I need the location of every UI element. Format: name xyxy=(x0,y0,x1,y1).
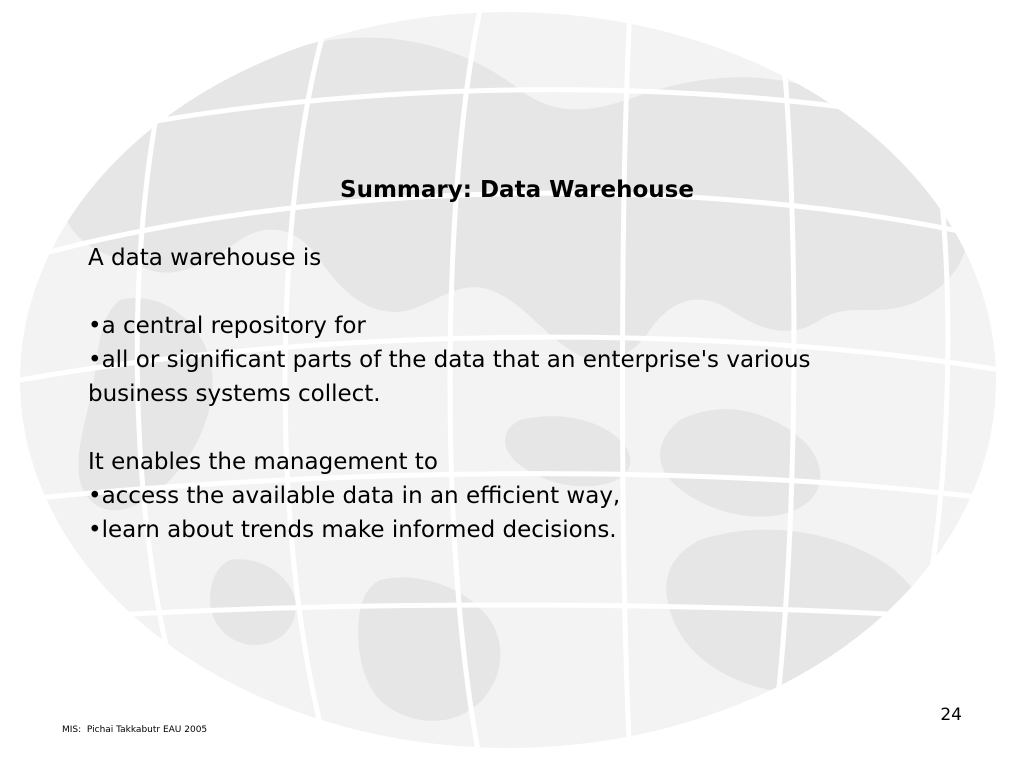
enables-bullet-1: •access the available data in an efficie… xyxy=(88,483,621,509)
slide-title: Summary: Data Warehouse xyxy=(340,177,694,203)
enables-bullet-2: •learn about trends make informed decisi… xyxy=(88,517,617,543)
paragraph-spacer xyxy=(88,275,968,309)
definition-bullet-2: •all or significant parts of the data th… xyxy=(88,347,811,373)
globe-landmasses xyxy=(60,37,968,721)
paragraph-spacer xyxy=(88,411,968,445)
page-number: 24 xyxy=(940,705,962,725)
definition-bullet-2-continuation: business systems collect. xyxy=(88,381,381,407)
definition-bullet-1: •a central repository for xyxy=(88,313,366,339)
intro-line: A data warehouse is xyxy=(88,245,322,271)
slide-body: A data warehouse is •a central repositor… xyxy=(88,241,968,547)
footer-credit: MIS: Pichai Takkabutr EAU 2005 xyxy=(62,725,208,735)
enables-intro-line: It enables the management to xyxy=(88,449,438,475)
